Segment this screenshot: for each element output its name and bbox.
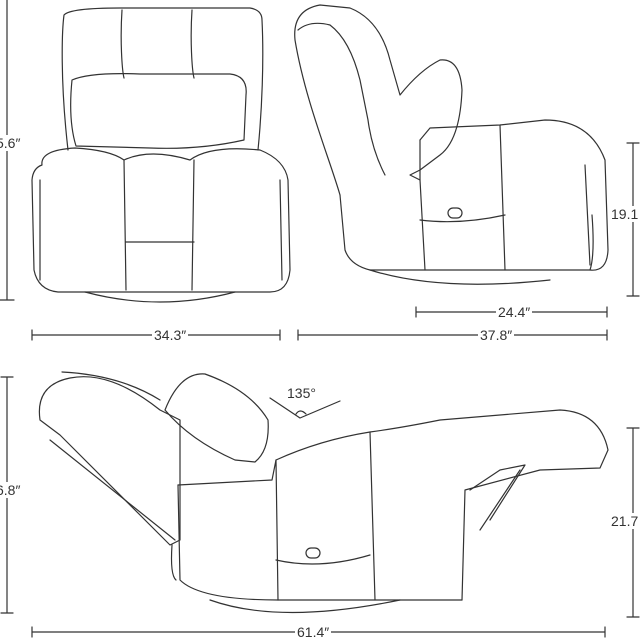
front-height-label: 5.6″ xyxy=(0,135,23,151)
side-view-chair xyxy=(294,4,609,285)
front-width-label: 34.3″ xyxy=(152,327,189,343)
reclined-length-label: 61.4″ xyxy=(295,624,332,640)
front-view-chair xyxy=(31,7,291,303)
recline-angle-marker xyxy=(269,397,341,419)
reclined-view-chair xyxy=(38,371,609,614)
recline-angle-label: 135° xyxy=(287,385,316,401)
side-arm-height-label: 19.1 xyxy=(609,206,640,222)
reclined-height-label: 6.8″ xyxy=(0,482,23,498)
reclined-footrest-height-label: 21.7 xyxy=(609,513,640,529)
side-depth-label: 37.8″ xyxy=(478,327,515,343)
side-seat-depth-label: 24.4″ xyxy=(496,304,533,320)
